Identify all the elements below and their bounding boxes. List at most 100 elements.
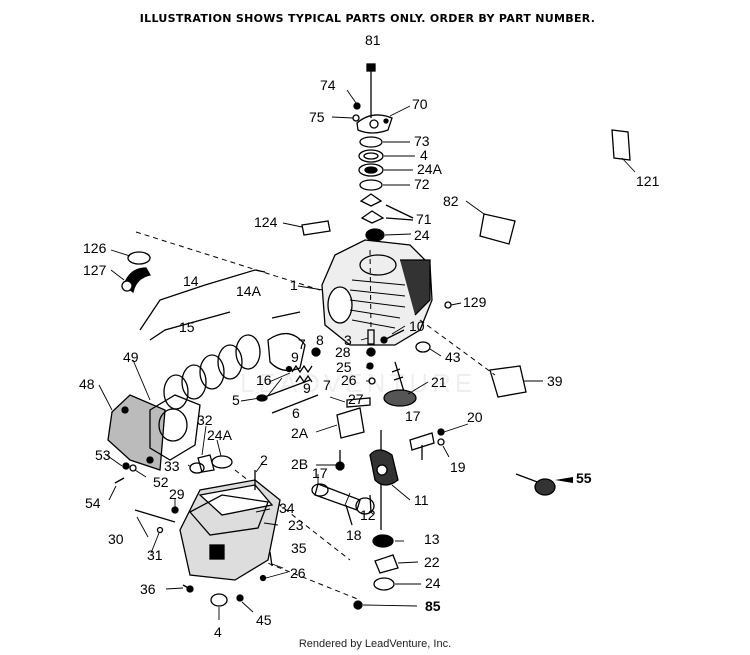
- part-label-p34: 34: [279, 500, 295, 516]
- part-label-p129: 129: [463, 294, 487, 310]
- part-16-keeper: [285, 365, 293, 373]
- part-126-clamp: [127, 251, 151, 265]
- part-55-output-shaft: [515, 473, 556, 496]
- part-127-elbow: [121, 267, 152, 294]
- part-label-p71: 71: [416, 211, 432, 227]
- part-label-p54: 54: [85, 495, 101, 511]
- part-label-p85: 85: [425, 598, 441, 614]
- part-31-clip: [156, 526, 164, 534]
- part-35-screw: [269, 551, 273, 567]
- part-label-p24a_top: 24A: [417, 161, 443, 177]
- part-label-p9b: 9: [303, 380, 311, 396]
- part-39-gasket: [489, 365, 527, 398]
- part-20-spring: [437, 428, 445, 436]
- part-7-spring: [291, 364, 313, 384]
- part-label-p55: 55: [576, 470, 592, 486]
- part-label-p13: 13: [424, 531, 440, 547]
- part-11-crankshaft: [369, 430, 399, 530]
- part-label-p32: 32: [197, 412, 213, 428]
- part-label-p26b: 26: [290, 565, 306, 581]
- part-72-ring: [359, 179, 383, 191]
- part-53-nut: [122, 462, 130, 470]
- part-10-bolt: [380, 329, 405, 344]
- part-8-retainer: [311, 347, 321, 357]
- diagram-footer: Rendered by LeadVenture, Inc.: [298, 638, 452, 650]
- part-label-p3: 3: [344, 332, 352, 348]
- part-label-p52: 52: [153, 474, 169, 490]
- part-label-p127: 127: [83, 262, 107, 278]
- part-label-p17b: 17: [312, 465, 328, 481]
- part-label-p74: 74: [320, 77, 336, 93]
- part-45-screw: [236, 594, 244, 602]
- part-label-p10: 10: [409, 318, 425, 334]
- part-36-bolt: [182, 584, 194, 593]
- part-label-p7b: 7: [323, 377, 331, 393]
- part-label-p31: 31: [147, 547, 163, 563]
- part-label-p39: 39: [547, 373, 563, 389]
- part-55-arrow: [555, 477, 573, 483]
- part-label-p17a: 17: [405, 408, 421, 424]
- part-129-plug: [444, 301, 452, 309]
- part-label-p27: 27: [348, 391, 364, 407]
- part-17-governor-arm: [409, 432, 435, 460]
- part-label-p7a: 7: [298, 336, 306, 352]
- part-label-p23: 23: [288, 517, 304, 533]
- part-label-p24bot: 24: [425, 575, 441, 591]
- part-4-seal-bottom: [210, 593, 228, 607]
- part-label-p11: 11: [414, 492, 429, 508]
- part-label-p12: 12: [360, 507, 376, 523]
- part-85-plug: [353, 600, 363, 610]
- part-label-p15: 15: [179, 319, 195, 335]
- part-24-bearing-top: [365, 228, 385, 242]
- part-label-p48: 48: [79, 376, 95, 392]
- part-33-seal: [189, 462, 205, 474]
- part-label-p1: 1: [290, 277, 298, 293]
- part-73-oring: [359, 136, 383, 148]
- part-54-screw: [114, 477, 125, 484]
- part-label-p53: 53: [95, 447, 111, 463]
- part-49-gasket: [149, 394, 201, 461]
- part-label-p81: 81: [365, 32, 381, 48]
- part-2a-plate: [336, 407, 365, 439]
- part-12-screw: [369, 494, 372, 513]
- part-1-cylinder-block: [321, 239, 433, 346]
- part-drawings: [107, 63, 631, 610]
- part-121-tag: [611, 129, 631, 161]
- part-17-connecting-rod: [311, 483, 375, 515]
- part-label-p8: 8: [316, 332, 324, 348]
- part-24a-bearing-mid: [211, 455, 233, 469]
- part-label-p28: 28: [335, 344, 351, 360]
- part-label-p30: 30: [108, 531, 124, 547]
- part-label-p49: 49: [123, 349, 139, 365]
- part-label-p9a: 9: [291, 349, 299, 365]
- part-label-p16: 16: [256, 372, 272, 388]
- part-label-p5: 5: [232, 392, 240, 408]
- part-label-p121: 121: [636, 173, 660, 189]
- part-label-p124: 124: [254, 214, 278, 230]
- part-75-washer: [352, 114, 360, 122]
- part-label-p24top: 24: [414, 227, 430, 243]
- part-label-p73: 73: [414, 133, 430, 149]
- part-label-p36: 36: [140, 581, 156, 597]
- part-label-p25: 25: [336, 359, 352, 375]
- part-6-valve: [271, 394, 319, 414]
- part-label-p35: 35: [291, 540, 307, 556]
- part-48-side-cover: [107, 394, 166, 471]
- part-label-p6: 6: [292, 405, 300, 421]
- part-label-p26a: 26: [341, 372, 357, 388]
- part-label-p75: 75: [309, 109, 325, 125]
- part-14-bracket: [139, 269, 266, 341]
- part-5-valve: [256, 379, 311, 402]
- part-label-p4a: 4: [420, 147, 428, 163]
- part-124-decal: [301, 220, 331, 236]
- watermark-text: LEADVENTURE: [240, 368, 476, 398]
- part-label-p24a_mid: 24A: [207, 427, 233, 443]
- part-82-gasket: [479, 213, 516, 245]
- part-label-p19: 19: [450, 459, 466, 475]
- part-label-p22: 22: [424, 554, 440, 570]
- leader-lines: [98, 89, 636, 620]
- part-25-pin: [366, 362, 374, 370]
